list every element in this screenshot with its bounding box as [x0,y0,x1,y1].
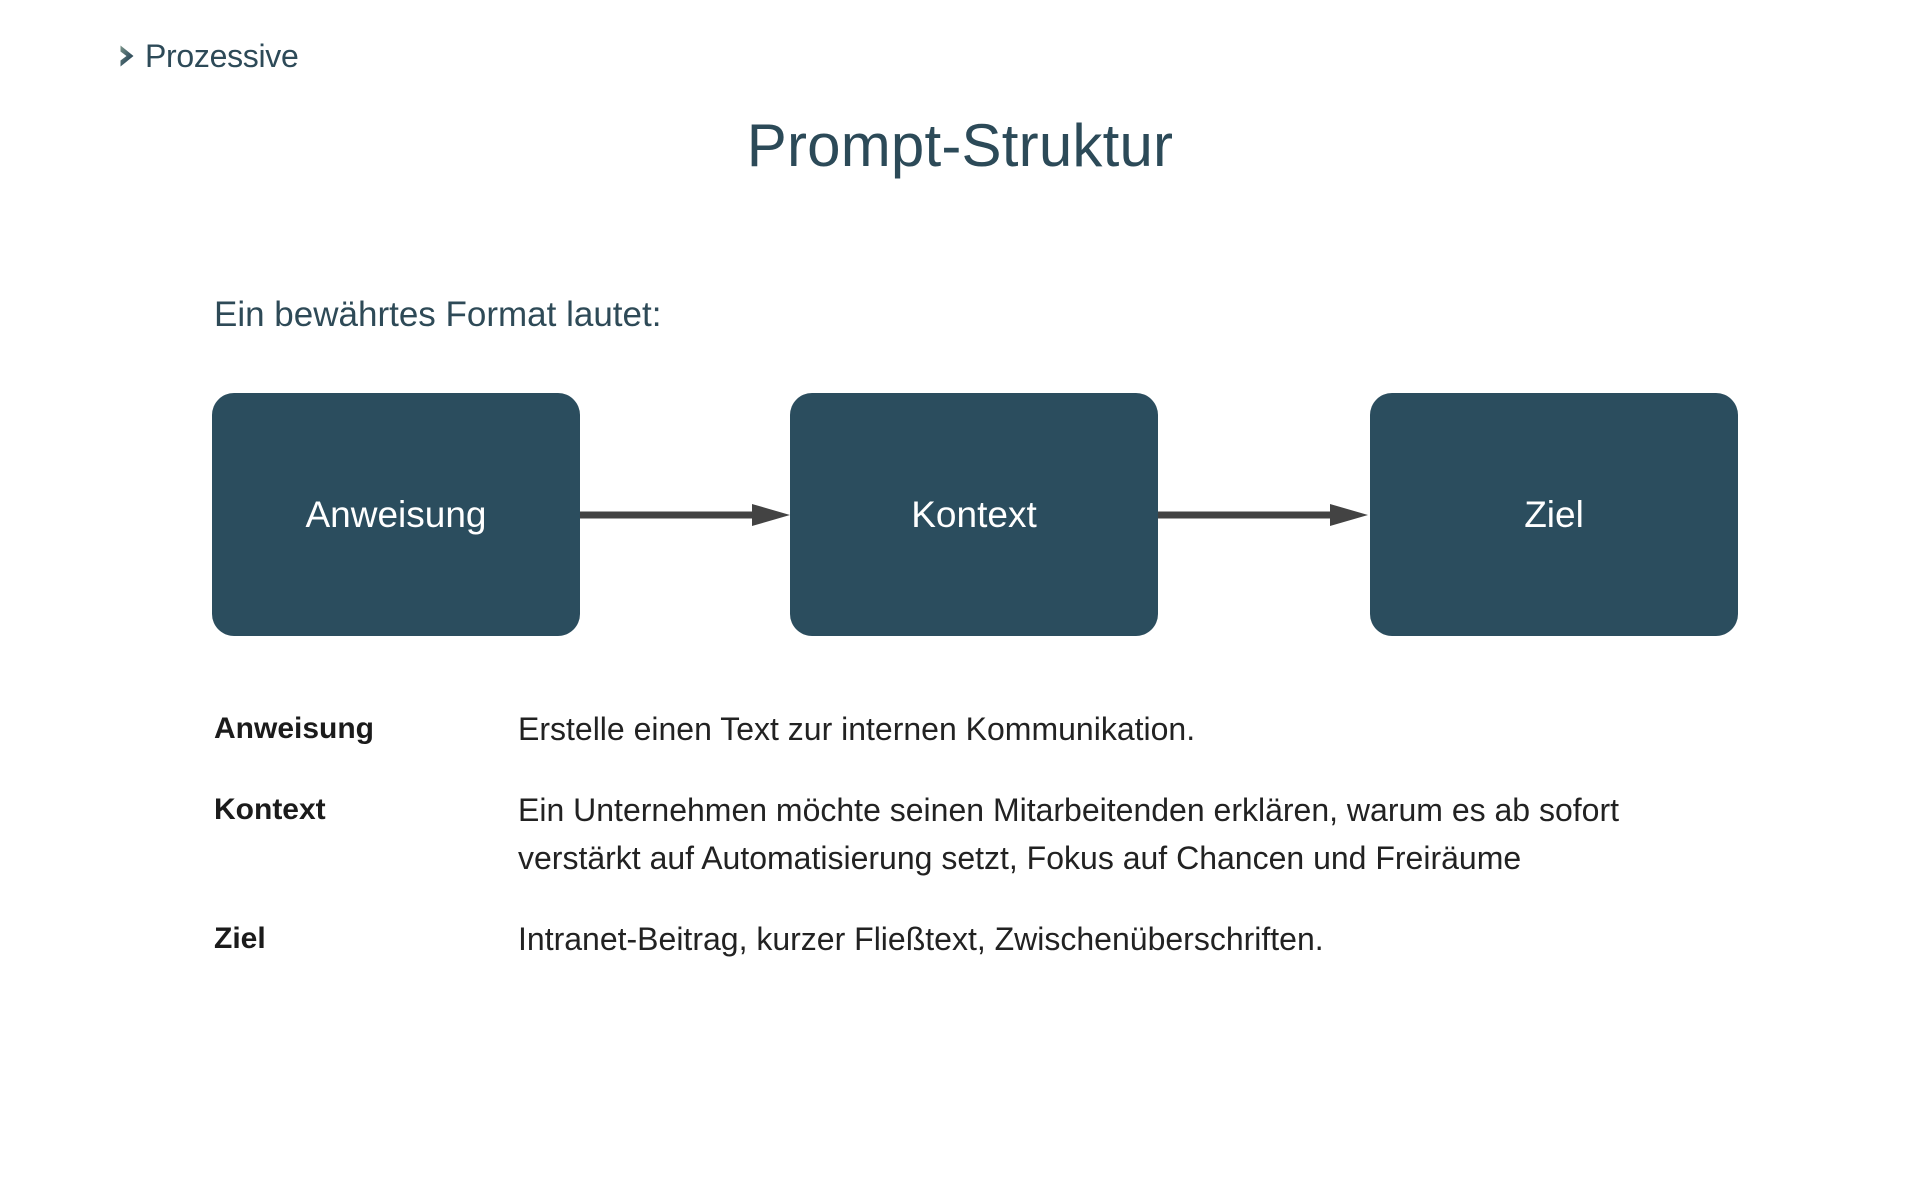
flow-step-anweisung[interactable]: Anweisung [212,393,580,636]
flow-diagram: Anweisung Kontext Ziel [212,393,1738,636]
definition-description: Erstelle einen Text zur internen Kommuni… [518,711,1196,747]
definition-description: Intranet-Beitrag, kurzer Fließtext, Zwis… [518,921,1324,958]
definition-description: Ein Unternehmen möchte seinen Mitarbeite… [518,792,1620,876]
flow-step-ziel[interactable]: Ziel [1370,393,1738,636]
flow-step-label: Kontext [911,494,1037,535]
flow-step-label: Ziel [1524,494,1584,535]
flow-step-kontext[interactable]: Kontext [790,393,1158,636]
brand-name: Prozessive [145,38,299,74]
lead-text: Ein bewährtes Format lautet: [214,295,662,334]
definition-row: Kontext Ein Unternehmen möchte seinen Mi… [214,787,1814,882]
definition-term: Anweisung [214,712,375,745]
page-title: Prompt-Struktur [746,112,1174,179]
definition-row: Ziel Intranet-Beitrag, kurzer Fließtext,… [214,916,1814,963]
definition-term: Ziel [214,922,266,956]
arrow-right-icon [580,504,790,526]
definition-row: Anweisung Erstelle einen Text zur intern… [214,706,1814,753]
brand-logo[interactable]: Prozessive [112,36,299,76]
chevron-right-icon [112,39,146,73]
arrow-right-icon [1158,504,1368,526]
definition-list: Anweisung Erstelle einen Text zur intern… [214,706,1814,963]
definition-term: Kontext [214,793,326,827]
flow-step-label: Anweisung [305,494,487,535]
